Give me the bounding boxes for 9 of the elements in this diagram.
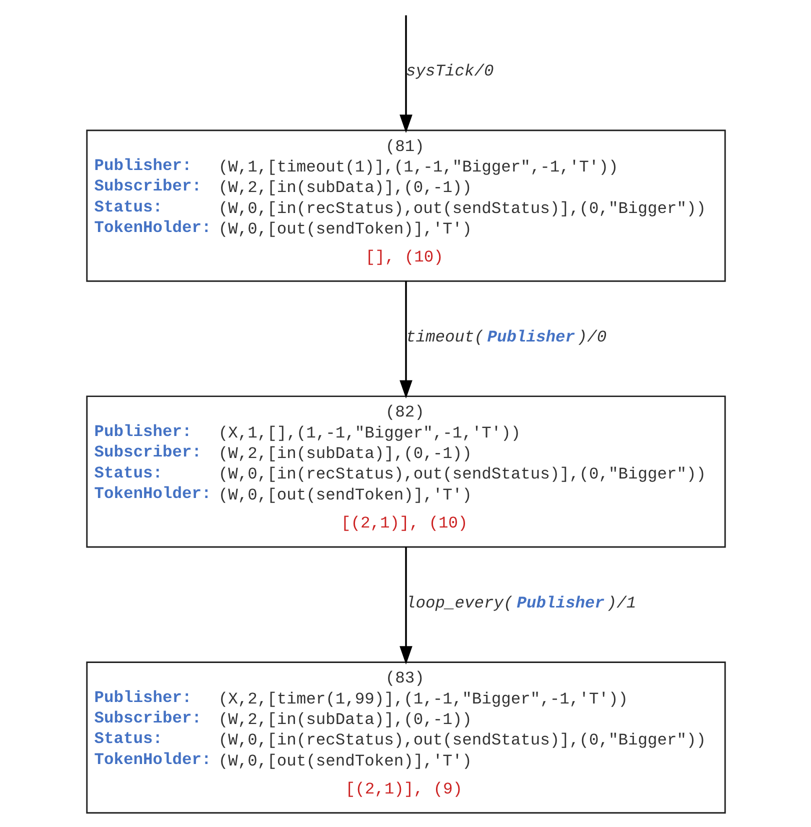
arrow — [399, 547, 412, 664]
edge-label: timeout(Publisher)/0 — [406, 327, 606, 346]
node-box: (82) Publisher: (X,1,[],(1,-1,"Bigger",-1,'T')) Subscriber: (W,2,[in(subData)],(0,-1)) Status: (W,0,[in(recStatus),out(sendStatus)],(0,"Bigger")) TokenHolder: (W,0,[out(sendToken)],'T') [(2,1)], (10) — [86, 396, 726, 548]
arrow — [399, 15, 412, 133]
edge-label: loop_every(Publisher)/1 — [406, 593, 636, 612]
node-box: (83) Publisher: (X,2,[timer(1,99)],(1,-1,"Bigger",-1,'T')) Subscriber: (W,2,[in(subData)],(0,-1)) Status: (W,0,[in(recStatus),out(sendStatus)],(0,"Bigger")) TokenHolder: (W,0,[out(sendToken)],'T') [(2,1)], (9) — [86, 661, 726, 814]
node-box: (81) Publisher: (W,1,[timeout(1)],(1,-1,"Bigger",-1,'T')) Subscriber: (W,2,[in(subData)],(0,-1)) Status: (W,0,[in(recStatus),out(sendStatus)],(0,"Bigger")) TokenHolder: (W,0,[out(sendToken)],'T') [], (10) — [86, 130, 726, 282]
arrow — [399, 281, 412, 399]
edge-label: sysTick/0 — [406, 61, 494, 80]
